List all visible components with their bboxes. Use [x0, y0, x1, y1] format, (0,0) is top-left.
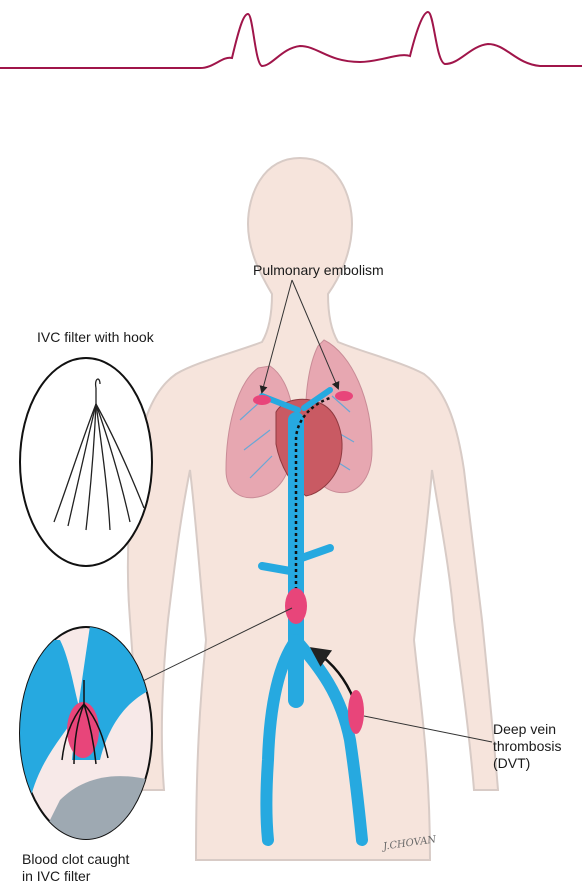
label-pulmonary-embolism: Pulmonary embolism	[253, 262, 384, 279]
label-dvt-line1: Deep vein	[493, 721, 561, 738]
clot-caught-inset	[0, 626, 152, 840]
label-dvt-line2: thrombosis	[493, 738, 561, 755]
label-ivc-filter-with-hook: IVC filter with hook	[37, 329, 154, 346]
ecg-trace	[0, 12, 582, 68]
label-clot-line1: Blood clot caught	[22, 851, 129, 868]
clot-in-filter	[285, 588, 307, 624]
label-blood-clot-caught: Blood clot caught in IVC filter	[22, 851, 129, 885]
embolus-right	[335, 391, 353, 401]
dvt-clot	[348, 690, 364, 734]
ivc-filter-inset	[20, 358, 152, 566]
label-dvt-line3: (DVT)	[493, 755, 561, 772]
label-deep-vein-thrombosis: Deep vein thrombosis (DVT)	[493, 721, 561, 772]
embolus-left	[253, 395, 271, 405]
label-clot-line2: in IVC filter	[22, 868, 129, 885]
